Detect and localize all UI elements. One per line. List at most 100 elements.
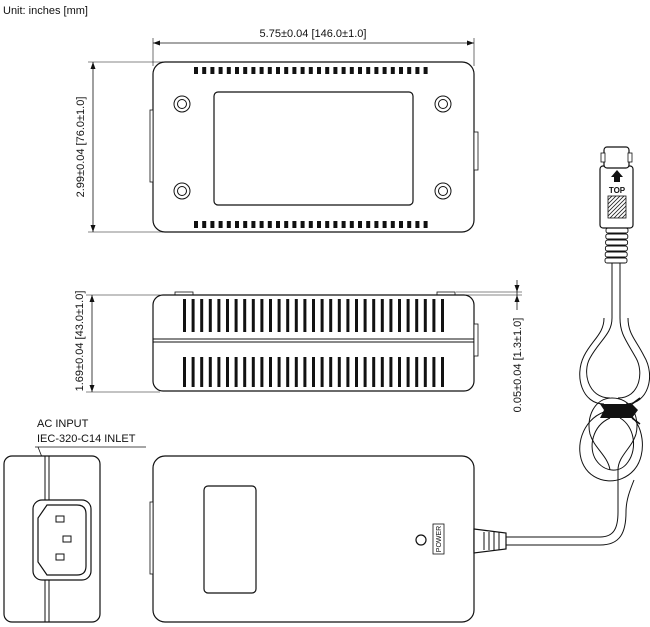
side-view: 1.69±0.04 [43.0±1.0] 0.05±0.04 [1.3±1.0] bbox=[74, 280, 524, 412]
vent-slot bbox=[259, 67, 264, 74]
vent-slot bbox=[210, 67, 215, 74]
bottom-view: POWER bbox=[149, 455, 507, 623]
vent-slot bbox=[226, 221, 231, 228]
vent-slot bbox=[380, 357, 384, 387]
vent-slot bbox=[308, 221, 313, 228]
vent-slot bbox=[333, 67, 338, 74]
connector-tip bbox=[603, 146, 630, 169]
vent-slot bbox=[441, 299, 444, 332]
vent-slot bbox=[194, 67, 198, 74]
vent-slot bbox=[398, 299, 401, 332]
vent-slot bbox=[210, 221, 215, 228]
vent-slot bbox=[389, 299, 393, 332]
connector-top-label: TOP bbox=[609, 186, 626, 195]
vent-slot bbox=[294, 299, 298, 332]
vent-slot bbox=[398, 357, 401, 387]
vent-slot bbox=[415, 67, 420, 74]
vent-slot bbox=[423, 67, 428, 74]
vent-slot bbox=[251, 357, 255, 387]
vent-slot bbox=[366, 67, 371, 74]
vent-slot bbox=[303, 357, 307, 387]
vent-slot bbox=[337, 357, 341, 387]
vent-slot bbox=[399, 67, 403, 74]
connector-strain-rib bbox=[604, 251, 628, 258]
vent-slot bbox=[349, 67, 354, 74]
vent-slot bbox=[251, 67, 256, 74]
ac-input-label: AC INPUT bbox=[37, 418, 89, 430]
vent-slot bbox=[234, 299, 238, 332]
vent-slot bbox=[183, 299, 186, 332]
vent-slot bbox=[183, 357, 186, 387]
vent-slot bbox=[333, 221, 338, 228]
vent-slot bbox=[191, 299, 195, 332]
vent-slot bbox=[267, 221, 272, 228]
vent-slot bbox=[251, 221, 256, 228]
label-recess bbox=[213, 91, 414, 206]
vent-slot bbox=[259, 221, 264, 228]
rating-label-area bbox=[203, 485, 257, 594]
vent-slot bbox=[355, 357, 358, 387]
vent-slot bbox=[374, 221, 379, 228]
vent-slot bbox=[382, 221, 387, 228]
vent-slot bbox=[260, 357, 264, 387]
vent-slot bbox=[208, 357, 212, 387]
vent-slot bbox=[200, 299, 204, 332]
side-vents-upper bbox=[183, 299, 444, 332]
vent-slot bbox=[243, 221, 248, 228]
ac-pin-line bbox=[55, 515, 65, 523]
width-dimension-label: 5.75±0.04 [146.0±1.0] bbox=[260, 28, 367, 40]
ac-inlet-type-label: IEC-320-C14 INLET bbox=[37, 433, 136, 445]
vent-slot bbox=[292, 67, 297, 74]
vent-slot bbox=[243, 67, 248, 74]
vent-slot bbox=[191, 357, 195, 387]
power-led bbox=[415, 534, 427, 546]
foot-dimension-label: 0.05±0.04 [1.3±1.0] bbox=[512, 318, 524, 413]
vent-slot bbox=[269, 357, 272, 387]
vent-slot bbox=[226, 357, 229, 387]
dc-connector: TOP bbox=[599, 146, 634, 264]
vent-slot bbox=[284, 67, 289, 74]
vent-slot bbox=[300, 221, 305, 228]
vent-slot bbox=[415, 357, 419, 387]
vent-slot bbox=[374, 67, 379, 74]
connector-strain-rib bbox=[605, 233, 629, 240]
vent-slot bbox=[218, 221, 223, 228]
vent-slot bbox=[432, 357, 436, 387]
vent-slot bbox=[346, 357, 350, 387]
vent-slot bbox=[284, 221, 289, 228]
vent-slot bbox=[415, 299, 419, 332]
top-vents-upper bbox=[194, 67, 428, 74]
vent-slot bbox=[407, 221, 412, 228]
unit-note: Unit: inches [mm] bbox=[3, 5, 88, 17]
power-label: POWER bbox=[436, 526, 443, 552]
vent-slot bbox=[341, 67, 346, 74]
vent-slot bbox=[243, 299, 247, 332]
vent-slot bbox=[320, 299, 324, 332]
vent-slot bbox=[308, 67, 313, 74]
vent-slot bbox=[329, 299, 333, 332]
side-vents-lower bbox=[183, 357, 444, 387]
connector-strain-rib bbox=[604, 257, 628, 264]
vent-slot bbox=[194, 221, 198, 228]
vent-slot bbox=[303, 299, 307, 332]
vent-slot bbox=[366, 221, 371, 228]
vent-slot bbox=[329, 357, 333, 387]
vent-slot bbox=[390, 221, 395, 228]
vent-slot bbox=[226, 67, 231, 74]
vent-slot bbox=[382, 67, 387, 74]
vent-slot bbox=[346, 299, 350, 332]
vent-slot bbox=[325, 221, 330, 228]
power-label-box bbox=[432, 523, 445, 555]
ac-inlet-socket bbox=[37, 504, 87, 576]
connector-strain-rib bbox=[604, 245, 628, 252]
vent-slot bbox=[358, 67, 362, 74]
vent-slot bbox=[355, 299, 358, 332]
vent-slot bbox=[363, 299, 367, 332]
vent-slot bbox=[276, 221, 280, 228]
vent-slot bbox=[292, 221, 297, 228]
vent-slot bbox=[390, 67, 395, 74]
vent-slot bbox=[317, 221, 321, 228]
vent-slot bbox=[277, 357, 281, 387]
end-view: AC INPUT IEC-320-C14 INLET bbox=[3, 418, 146, 623]
